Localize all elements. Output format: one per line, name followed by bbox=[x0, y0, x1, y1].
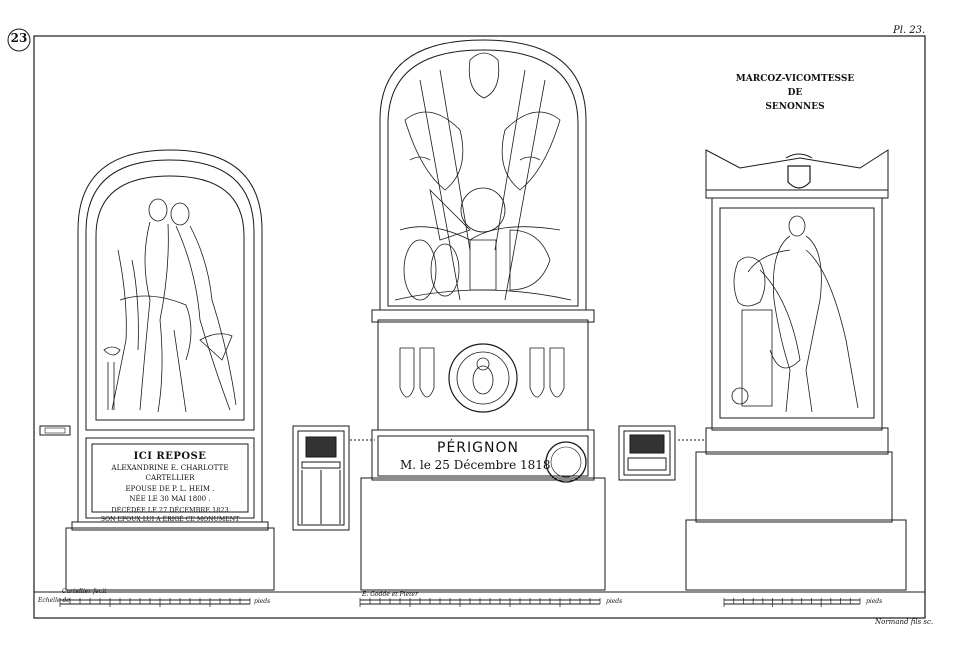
center-name: PÉRIGNON bbox=[437, 440, 519, 456]
title-line: SENONNES bbox=[765, 102, 825, 112]
plate-label: Pl. 23. bbox=[893, 25, 926, 36]
inscription-line: SON EPOUX LUI A ÉRIGÉ CE MONUMENT bbox=[100, 516, 240, 523]
coat-of-arms bbox=[787, 165, 811, 189]
title-line: MARCOZ-VICOMTESSE bbox=[735, 74, 855, 84]
center-scale-unit: pieds bbox=[606, 598, 623, 605]
inscription-line: NÉE LE 30 MAI 1800 . bbox=[129, 495, 211, 503]
right-monument bbox=[685, 149, 907, 591]
plate-number-badge bbox=[7, 28, 31, 52]
left-scale-unit: pieds bbox=[254, 598, 271, 605]
right-small-tablet bbox=[618, 425, 705, 481]
right-scale-unit: pieds bbox=[866, 598, 883, 605]
seal-stamp bbox=[545, 441, 587, 483]
center-date: M. le 25 Décembre 1818 bbox=[400, 458, 551, 472]
center-scale-caption: E. Godde et Pieter bbox=[362, 591, 418, 598]
plate-border bbox=[33, 35, 926, 619]
inscription-line: ALEXANDRINE E. CHARLOTTE CARTELLIER bbox=[111, 462, 229, 483]
inscription-line: ICI REPOSE bbox=[133, 451, 207, 462]
plate-number-badge-text: 23 bbox=[10, 31, 28, 45]
title-line: DE bbox=[787, 88, 803, 98]
center-monument bbox=[360, 39, 606, 591]
left-scale-caption2: Echelle de bbox=[38, 597, 70, 604]
inscription-line: DÉCÉDÉE LE 27 DÉCEMBRE 1823 bbox=[111, 505, 229, 514]
engraver-credit: Normand fils sc. bbox=[875, 618, 934, 626]
scale-bars bbox=[59, 598, 861, 607]
right-title: MARCOZ-VICOMTESSE DE SENONNES bbox=[730, 72, 860, 114]
left-monument bbox=[39, 149, 275, 591]
left-inscription: ICI REPOSE ALEXANDRINE E. CHARLOTTE CART… bbox=[92, 451, 248, 526]
left-scale-caption: Cartellier fecit bbox=[62, 588, 107, 595]
inscription-line: EPOUSE DE P. L. HEIM . bbox=[125, 484, 215, 493]
left-small-tablet bbox=[292, 425, 375, 531]
